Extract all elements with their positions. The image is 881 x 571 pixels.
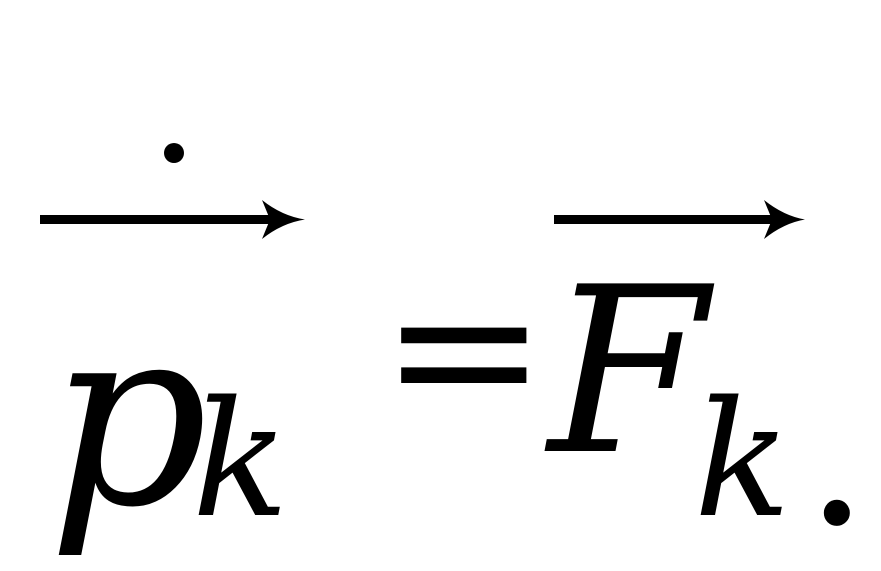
vector-arrow-lhs-icon	[40, 200, 305, 239]
momentum-subscript: k	[192, 366, 289, 553]
vector-arrow-rhs-icon	[554, 200, 805, 239]
equals-sign: =	[380, 233, 548, 466]
force-symbol: F	[548, 239, 708, 506]
derivative-dot-icon	[164, 143, 184, 163]
force-subscript: k	[694, 366, 791, 553]
terminal-period: .	[805, 338, 869, 571]
momentum-symbol: p	[48, 271, 209, 562]
